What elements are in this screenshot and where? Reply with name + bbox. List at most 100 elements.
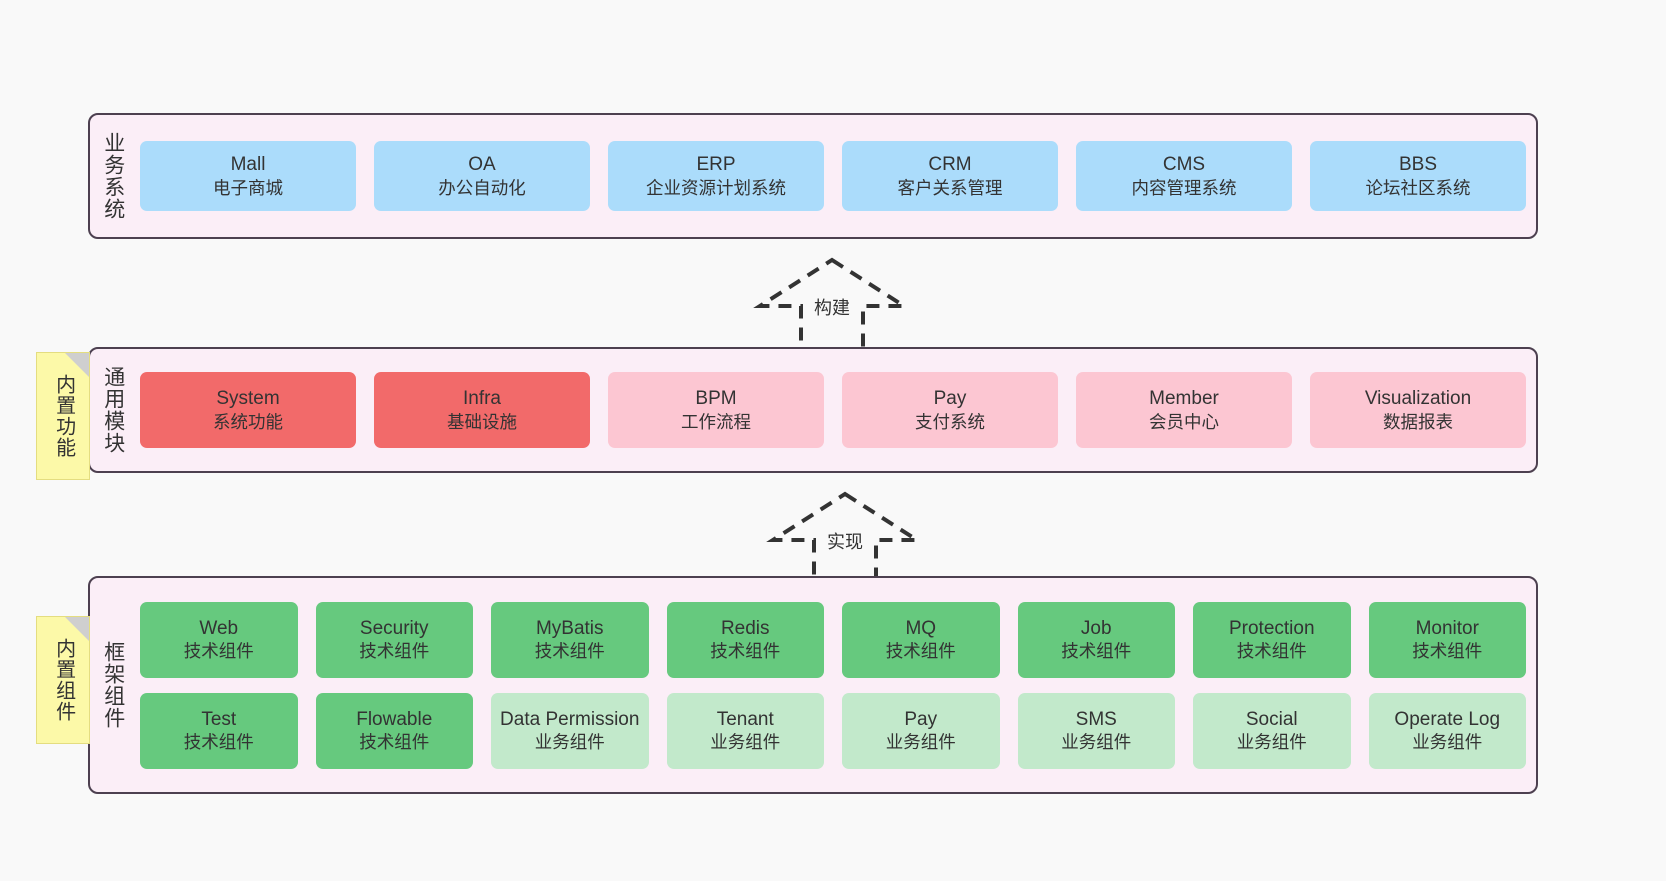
layer-framework-components-body: Web 技术组件 Security 技术组件 MyBatis 技术组件 Redi… (136, 578, 1536, 792)
card-infra[interactable]: Infra 基础设施 (374, 372, 590, 448)
card-operate-log-sub: 业务组件 (1412, 732, 1483, 753)
card-oa[interactable]: OA 办公自动化 (374, 141, 590, 211)
card-crm-sub: 客户关系管理 (897, 177, 1003, 198)
card-erp-sub: 企业资源计划系统 (646, 177, 786, 198)
framework-tech-row: Web 技术组件 Security 技术组件 MyBatis 技术组件 Redi… (140, 601, 1526, 678)
business-systems-row: Mall 电子商城 OA 办公自动化 ERP 企业资源计划系统 CRM 客户关系… (140, 141, 1526, 211)
card-test-sub: 技术组件 (183, 732, 254, 753)
card-erp[interactable]: ERP 企业资源计划系统 (608, 141, 824, 211)
card-job-title: Job (1080, 617, 1112, 639)
card-pay-component[interactable]: Pay 业务组件 (842, 692, 1000, 769)
card-mq-sub: 技术组件 (885, 641, 956, 662)
card-cms-title: CMS (1162, 154, 1206, 175)
note-builtin-components-label: 内置组件 (52, 638, 75, 722)
card-bpm-sub: 工作流程 (681, 411, 751, 432)
layer-framework-components-title: 框架组件 (101, 641, 125, 729)
card-social-sub: 业务组件 (1236, 732, 1307, 753)
card-system-title: System (216, 388, 280, 409)
card-job[interactable]: Job 技术组件 (1017, 601, 1175, 678)
connector-build-label: 构建 (814, 298, 850, 318)
card-infra-sub: 基础设施 (447, 411, 517, 432)
card-protection-sub: 技术组件 (1236, 641, 1307, 662)
layer-business-systems: 业务系统 Mall 电子商城 OA 办公自动化 ERP 企业资源计划系统 CRM (88, 113, 1538, 239)
card-social-title: Social (1245, 708, 1298, 730)
card-pay-component-title: Pay (904, 708, 938, 730)
card-bbs-sub: 论坛社区系统 (1365, 177, 1471, 198)
card-member-sub: 会员中心 (1149, 411, 1219, 432)
note-builtin-functions: 内置功能 (36, 352, 90, 480)
card-tenant-sub: 业务组件 (710, 732, 781, 753)
card-bpm[interactable]: BPM 工作流程 (608, 372, 824, 448)
card-protection-title: Protection (1228, 617, 1315, 639)
card-security[interactable]: Security 技术组件 (315, 601, 473, 678)
layer-common-modules: 通用模块 System 系统功能 Infra 基础设施 BPM 工作流程 Pay (88, 347, 1538, 473)
card-pay-module[interactable]: Pay 支付系统 (842, 372, 1058, 448)
card-monitor[interactable]: Monitor 技术组件 (1368, 601, 1526, 678)
card-data-permission-title: Data Permission (500, 708, 640, 730)
card-crm-title: CRM (928, 154, 972, 175)
card-mybatis[interactable]: MyBatis 技术组件 (491, 601, 649, 678)
card-pay-module-sub: 支付系统 (915, 411, 985, 432)
common-modules-row: System 系统功能 Infra 基础设施 BPM 工作流程 Pay 支付系统… (140, 372, 1526, 448)
card-sms-sub: 业务组件 (1061, 732, 1132, 753)
layer-common-modules-title: 通用模块 (101, 366, 125, 454)
card-redis-title: Redis (720, 617, 770, 639)
card-mq-title: MQ (905, 617, 937, 639)
card-mall[interactable]: Mall 电子商城 (140, 141, 356, 211)
card-mall-title: Mall (230, 154, 266, 175)
note-fold-corner-icon (65, 617, 89, 641)
card-social[interactable]: Social 业务组件 (1193, 692, 1351, 769)
card-test[interactable]: Test 技术组件 (140, 692, 298, 769)
card-cms[interactable]: CMS 内容管理系统 (1076, 141, 1292, 211)
layer-common-modules-body: System 系统功能 Infra 基础设施 BPM 工作流程 Pay 支付系统… (136, 349, 1536, 471)
layer-framework-components: 框架组件 Web 技术组件 Security 技术组件 MyBatis 技术组件… (88, 576, 1538, 794)
card-pay-component-sub: 业务组件 (885, 732, 956, 753)
card-mybatis-sub: 技术组件 (534, 641, 605, 662)
card-protection[interactable]: Protection 技术组件 (1193, 601, 1351, 678)
card-member-title: Member (1149, 388, 1219, 409)
card-flowable-title: Flowable (356, 708, 433, 730)
card-sms-title: SMS (1075, 708, 1117, 730)
card-test-title: Test (201, 708, 237, 730)
card-redis[interactable]: Redis 技术组件 (666, 601, 824, 678)
card-system-sub: 系统功能 (213, 411, 283, 432)
card-pay-module-title: Pay (933, 388, 967, 409)
card-infra-title: Infra (462, 388, 502, 409)
card-visualization[interactable]: Visualization 数据报表 (1310, 372, 1526, 448)
card-visualization-sub: 数据报表 (1383, 411, 1453, 432)
connector-realize-label: 实现 (827, 532, 863, 552)
card-data-permission-sub: 业务组件 (534, 732, 605, 753)
card-data-permission[interactable]: Data Permission 业务组件 (491, 692, 649, 769)
card-bbs[interactable]: BBS 论坛社区系统 (1310, 141, 1526, 211)
card-visualization-title: Visualization (1364, 388, 1472, 409)
card-security-title: Security (359, 617, 429, 639)
card-sms[interactable]: SMS 业务组件 (1017, 692, 1175, 769)
card-oa-title: OA (468, 154, 496, 175)
card-web[interactable]: Web 技术组件 (140, 601, 298, 678)
card-oa-sub: 办公自动化 (438, 177, 526, 198)
card-mybatis-title: MyBatis (535, 617, 604, 639)
note-builtin-functions-label: 内置功能 (52, 374, 75, 458)
card-job-sub: 技术组件 (1061, 641, 1132, 662)
card-bbs-title: BBS (1398, 154, 1438, 175)
card-tenant-title: Tenant (716, 708, 774, 730)
card-member[interactable]: Member 会员中心 (1076, 372, 1292, 448)
layer-business-systems-body: Mall 电子商城 OA 办公自动化 ERP 企业资源计划系统 CRM 客户关系… (136, 115, 1536, 237)
card-web-sub: 技术组件 (183, 641, 254, 662)
card-erp-title: ERP (696, 154, 736, 175)
card-flowable-sub: 技术组件 (359, 732, 430, 753)
framework-business-row: Test 技术组件 Flowable 技术组件 Data Permission … (140, 692, 1526, 769)
card-mall-sub: 电子商城 (213, 177, 283, 198)
card-flowable[interactable]: Flowable 技术组件 (315, 692, 473, 769)
card-monitor-sub: 技术组件 (1412, 641, 1483, 662)
card-web-title: Web (199, 617, 239, 639)
card-tenant[interactable]: Tenant 业务组件 (666, 692, 824, 769)
card-crm[interactable]: CRM 客户关系管理 (842, 141, 1058, 211)
card-bpm-title: BPM (695, 388, 737, 409)
card-system[interactable]: System 系统功能 (140, 372, 356, 448)
card-operate-log[interactable]: Operate Log 业务组件 (1368, 692, 1526, 769)
card-mq[interactable]: MQ 技术组件 (842, 601, 1000, 678)
card-operate-log-title: Operate Log (1394, 708, 1501, 730)
layer-business-systems-title: 业务系统 (101, 132, 125, 220)
